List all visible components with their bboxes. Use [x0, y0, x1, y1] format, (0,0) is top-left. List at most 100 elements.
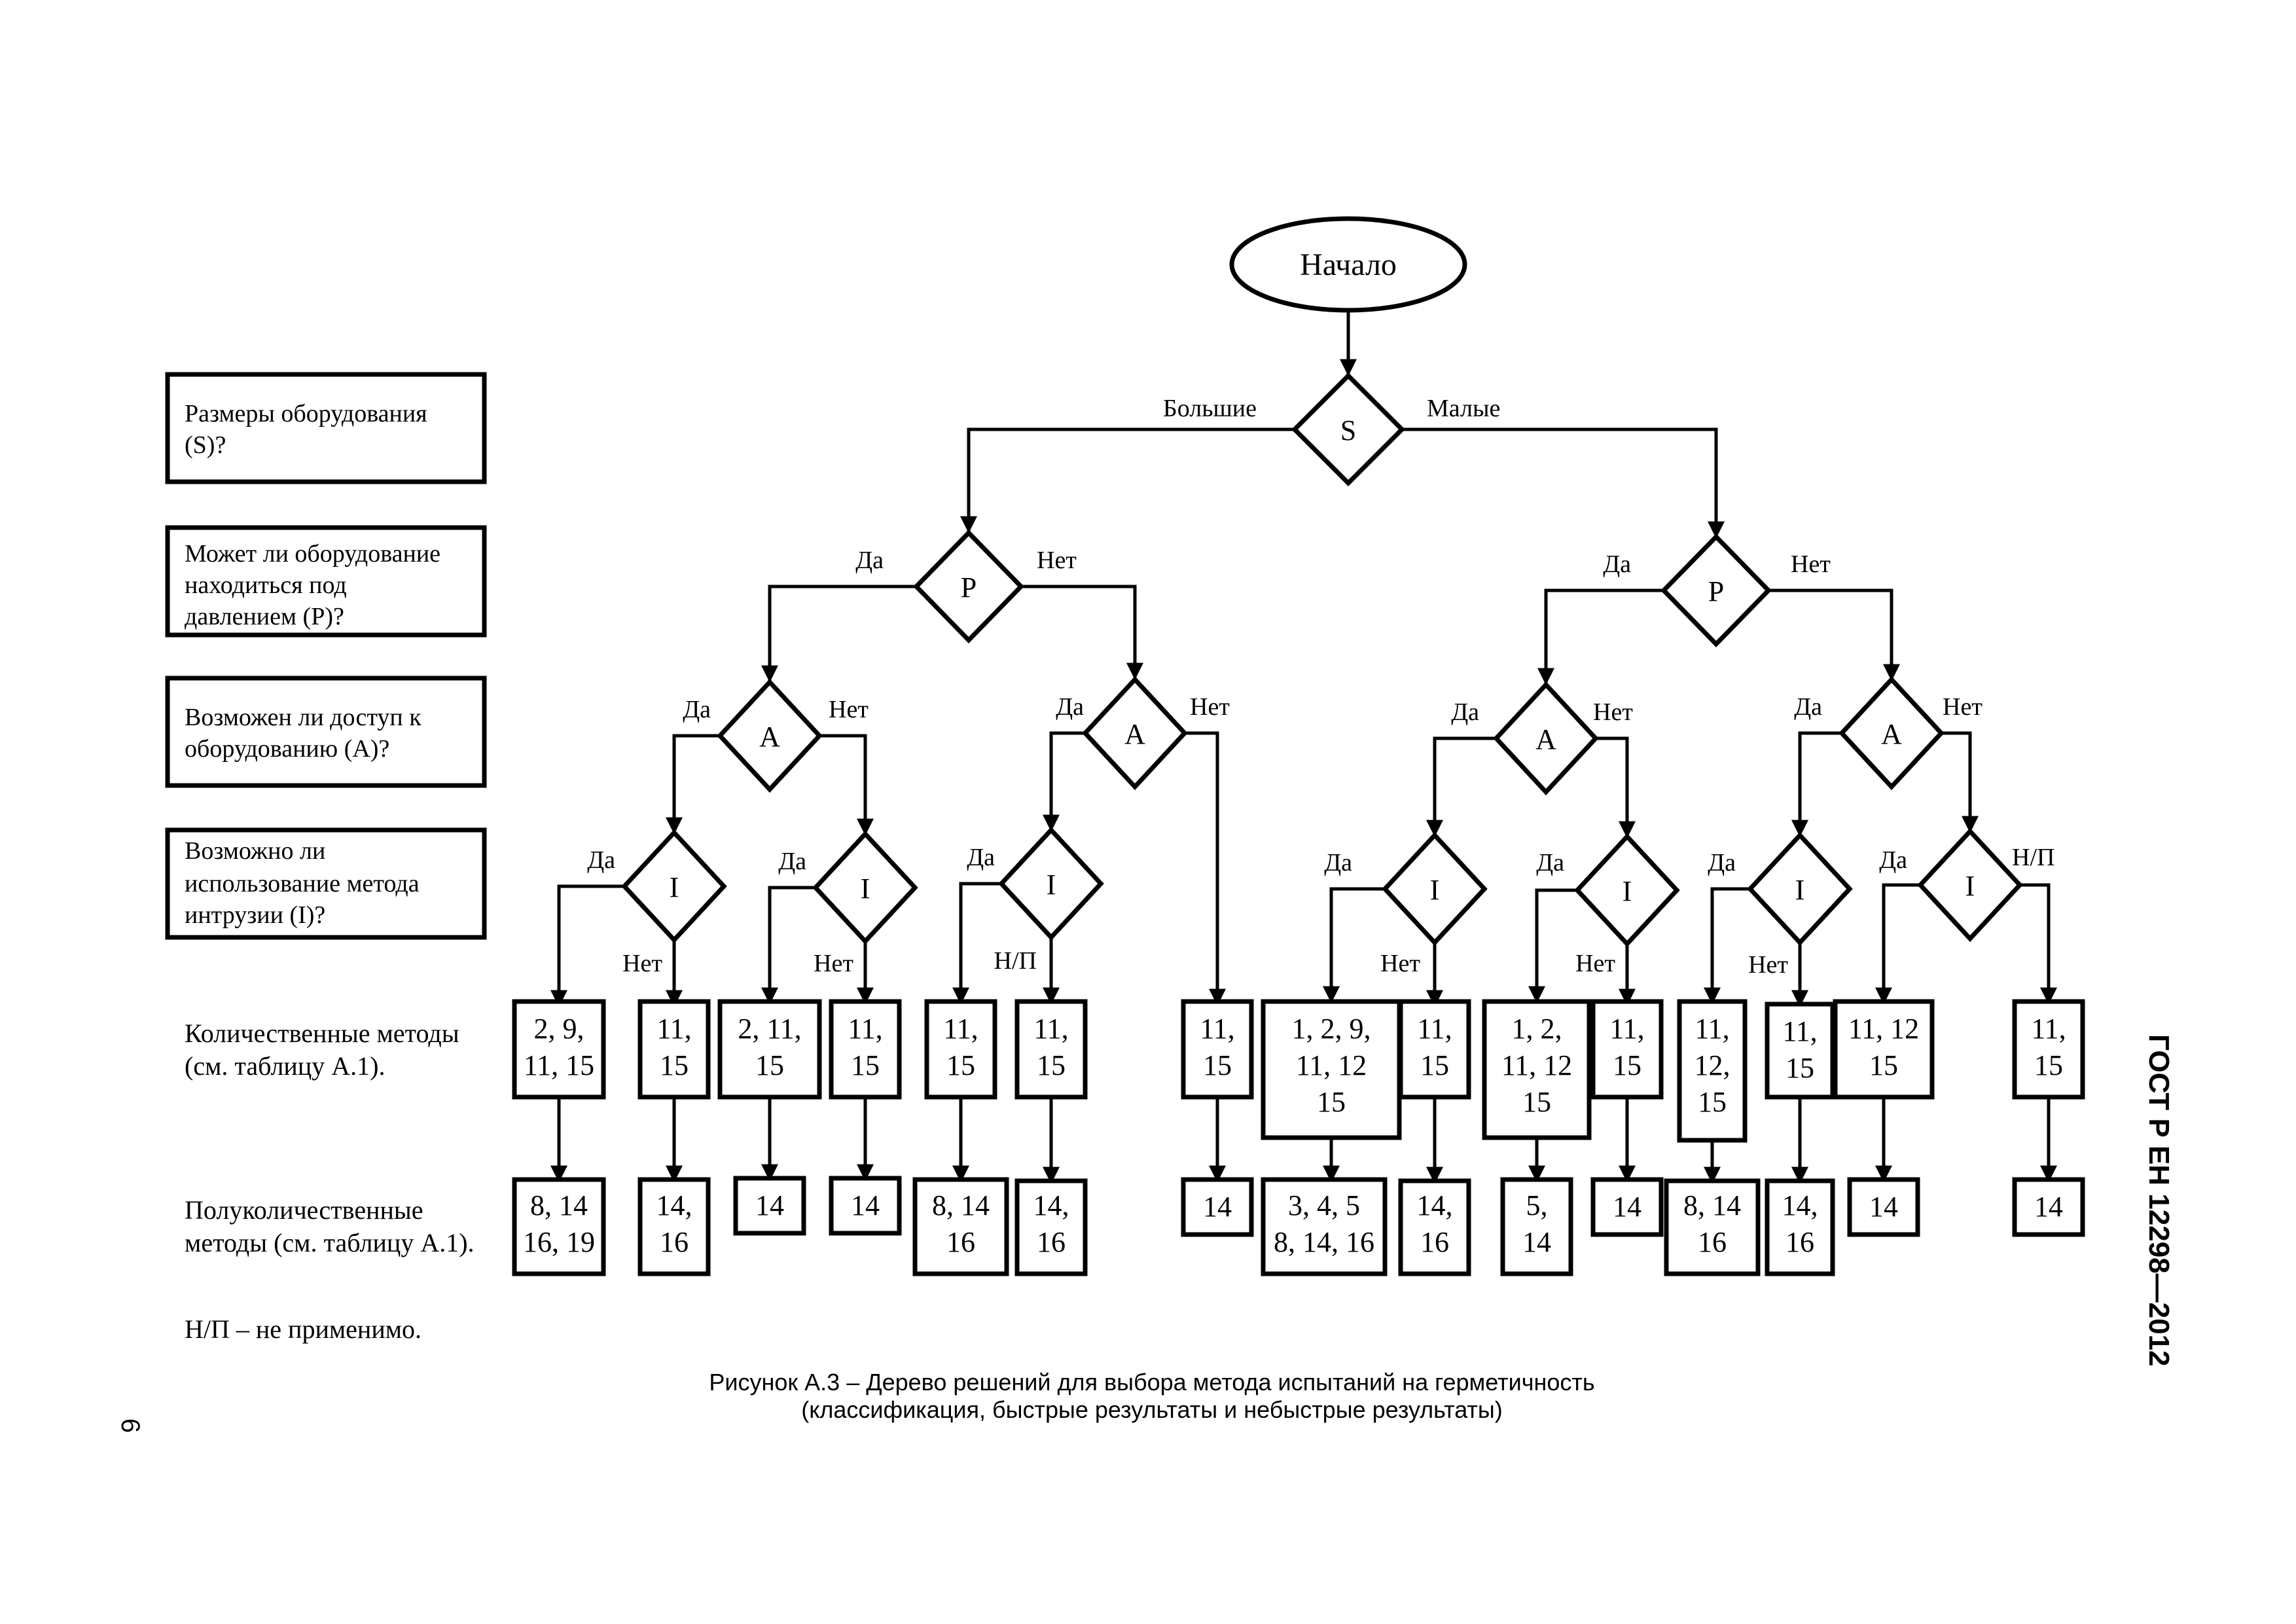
question-pressure-line2: находиться под [185, 571, 347, 599]
quant-11-line1: 11, [1609, 1013, 1644, 1045]
question-pressure-line3: давлением (P)? [185, 603, 344, 630]
quant-14-line2: 15 [1869, 1049, 1898, 1081]
decision-p-right-label: P [1708, 575, 1724, 607]
quant-result-8: 1, 2, 9, 11, 12 15 [1261, 999, 1402, 1140]
semi-result-11: 14 [1590, 1177, 1664, 1237]
start-label: Начало [1300, 247, 1397, 282]
semi-result-15: 14 [2012, 1177, 2085, 1237]
document-code: ГОСТ Р ЕН 12298—2012 [2143, 1034, 2175, 1367]
figure-caption-line1: Рисунок А.3 – Дерево решений для выбора … [709, 1369, 1594, 1396]
branch-no-i2: Нет [814, 950, 853, 977]
semi-15-line1: 14 [2034, 1191, 2063, 1223]
decision-i-3-label: I [1047, 869, 1056, 901]
quant-12-line3: 15 [1698, 1086, 1727, 1118]
branch-labels: Большие Малые Да Нет Да Нет Да Нет Да Не… [587, 395, 2054, 979]
decision-i-5: I [1574, 833, 1680, 948]
decision-i-4-label: I [1430, 874, 1440, 906]
quant-result-3: 2, 11, 15 [717, 999, 822, 1100]
semi-result-3: 14 [733, 1176, 806, 1236]
quant-9-line2: 15 [1420, 1049, 1449, 1081]
decision-p-left-label: P [961, 571, 977, 604]
semi-12-line2: 16 [1698, 1226, 1727, 1258]
start-node: Начало [1229, 216, 1467, 313]
decision-a-4-label: A [1881, 718, 1902, 750]
quant-11-line2: 15 [1613, 1049, 1641, 1081]
figure-caption-line2: (классификация, быстрые результаты и неб… [801, 1396, 1503, 1423]
question-box-pressure: Может ли оборудование находиться под дав… [165, 525, 487, 638]
semi-quantitative-results: 8, 14 16, 19 14, 16 14 14 8, 14 16 14, 1… [512, 1176, 2085, 1276]
decision-i-6: I [1747, 831, 1853, 947]
quant-5-line2: 15 [946, 1049, 975, 1081]
question-size-line1: Размеры оборудования [185, 400, 427, 427]
semi-5-line2: 16 [946, 1226, 975, 1258]
quant-8-line3: 15 [1317, 1086, 1346, 1118]
semi-1-line2: 16, 19 [523, 1226, 595, 1258]
semi-6-line1: 14, [1033, 1189, 1069, 1221]
quant-result-12: 11, 12, 15 [1677, 999, 1748, 1143]
branch-na-i7: Н/П [2012, 844, 2054, 871]
quant-7-line1: 11, [1200, 1013, 1234, 1045]
row-label-semi-2: методы (см. таблицу А.1). [185, 1228, 475, 1257]
semi-result-12: 8, 14 16 [1664, 1178, 1761, 1276]
question-access-line1: Возможен ли доступ к [185, 704, 422, 731]
quant-1-line1: 2, 9, [534, 1013, 584, 1045]
branch-yes-a2: Да [1056, 693, 1084, 721]
branch-yes-p1: Да [855, 547, 884, 574]
semi-7-line1: 14 [1203, 1191, 1232, 1223]
semi-1-line1: 8, 14 [530, 1189, 588, 1221]
quant-14-line1: 11, 12 [1848, 1013, 1919, 1045]
branch-small: Малые [1427, 395, 1500, 422]
quant-result-9: 11, 15 [1398, 999, 1471, 1100]
decision-p-right: P [1660, 533, 1772, 648]
branch-yes-i6: Да [1708, 849, 1736, 876]
decision-i-1-label: I [670, 871, 679, 903]
branch-yes-i2: Да [778, 848, 806, 875]
branch-yes-p2: Да [1603, 550, 1631, 578]
quant-result-4: 11, 15 [829, 999, 902, 1100]
semi-12-line1: 8, 14 [1683, 1189, 1741, 1221]
quant-8-line1: 1, 2, 9, [1292, 1013, 1371, 1045]
semi-result-7: 14 [1181, 1177, 1254, 1237]
branch-yes-i3: Да [967, 844, 995, 871]
branch-na-i3: Н/П [994, 947, 1037, 975]
branch-no-p2: Нет [1791, 550, 1831, 578]
quant-result-13: 11, 15 [1765, 1001, 1835, 1100]
question-pressure-line1: Может ли оборудование [185, 540, 440, 568]
branch-no-i5: Нет [1575, 950, 1615, 977]
quant-result-10: 1, 2, 11, 12 15 [1482, 999, 1592, 1140]
semi-2-line2: 16 [660, 1226, 689, 1258]
semi-5-line1: 8, 14 [932, 1189, 990, 1221]
quant-15-line2: 15 [2034, 1049, 2063, 1081]
branch-yes-i4: Да [1324, 849, 1352, 876]
quant-3-line1: 2, 11, [738, 1013, 801, 1045]
quant-12-line2: 12, [1695, 1049, 1731, 1081]
question-access-line2: оборудованию (A)? [185, 735, 389, 763]
decision-a-4: A [1839, 676, 1945, 791]
branch-no-a2: Нет [1190, 693, 1230, 721]
quant-8-line2: 11, 12 [1296, 1049, 1367, 1081]
decision-i-7: I [1917, 827, 2023, 943]
branch-no-a1: Нет [829, 696, 869, 723]
branch-no-a4: Нет [1943, 693, 1982, 721]
decision-a-2: A [1082, 676, 1188, 791]
quant-4-line1: 11, [848, 1013, 882, 1045]
semi-13-line2: 16 [1785, 1226, 1814, 1258]
decision-a-3-label: A [1535, 723, 1556, 755]
semi-14-line1: 14 [1869, 1191, 1898, 1223]
semi-result-14: 14 [1847, 1177, 1920, 1237]
quant-result-15: 11, 15 [2012, 999, 2085, 1100]
branch-yes-a4: Да [1794, 693, 1822, 721]
quant-3-line2: 15 [755, 1049, 784, 1081]
semi-result-13: 14, 16 [1765, 1178, 1835, 1276]
semi-result-4: 14 [829, 1176, 902, 1236]
semi-result-6: 14, 16 [1014, 1178, 1088, 1276]
branch-no-i1: Нет [622, 950, 662, 977]
branch-no-i6: Нет [1748, 951, 1788, 979]
quantitative-results: 2, 9, 11, 15 11, 15 2, 11, 15 11, 15 11,… [512, 999, 2085, 1143]
semi-result-1: 8, 14 16, 19 [512, 1177, 606, 1276]
semi-result-9: 14, 16 [1398, 1178, 1471, 1276]
note-na: Н/П – не применимо. [185, 1314, 422, 1344]
branch-no-i4: Нет [1380, 950, 1420, 977]
decision-i-3: I [998, 826, 1104, 941]
